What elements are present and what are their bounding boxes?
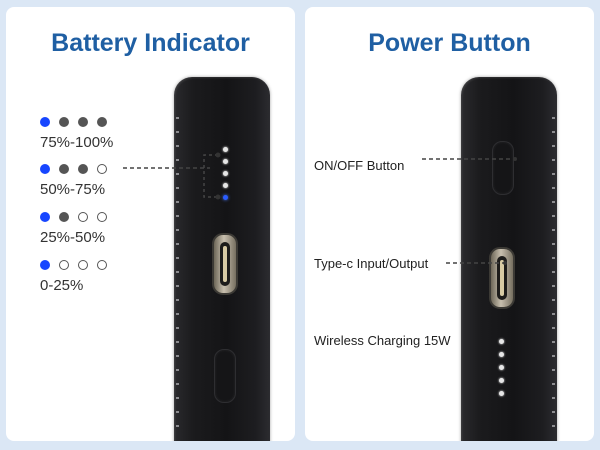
bracket-dot (215, 152, 221, 158)
callout-lines (422, 157, 517, 265)
led-bracket (203, 154, 218, 198)
gray-indicator-dot (59, 164, 69, 174)
empty-indicator-dot (59, 260, 69, 270)
battery-indicator-title: Battery Indicator (51, 29, 250, 57)
level-label: 25%-50% (40, 229, 106, 246)
level-dots (40, 260, 116, 278)
wireless-charging-callout: Wireless Charging 15W (314, 333, 451, 348)
empty-indicator-dot (97, 260, 107, 270)
blue-indicator-dot (40, 260, 50, 270)
callout-dot (513, 157, 517, 161)
wireless-indicator-dot (499, 365, 504, 370)
led-indicator (223, 159, 228, 164)
grip-dots (552, 117, 555, 427)
gray-indicator-dot (78, 117, 88, 127)
blue-indicator-dot (40, 212, 50, 222)
usb-c-port (212, 233, 238, 295)
blue-indicator-dot (40, 117, 50, 127)
power-button (214, 349, 236, 403)
power-bank-image (461, 77, 557, 441)
callout-lines (123, 152, 221, 200)
led-indicator (223, 171, 228, 176)
callout-dot (503, 261, 507, 265)
level-dots (40, 164, 116, 182)
level-dots (40, 212, 116, 230)
level-label: 50%-75% (40, 181, 106, 198)
power-button-title: Power Button (368, 29, 531, 57)
typec-callout: Type-c Input/Output (314, 256, 429, 271)
usb-c-port (489, 247, 515, 309)
empty-indicator-dot (97, 164, 107, 174)
power-bank-image (174, 77, 270, 441)
led-indicator (223, 147, 228, 152)
wireless-indicator-dot (499, 339, 504, 344)
empty-indicator-dot (78, 212, 88, 222)
grip-dots (176, 117, 179, 427)
gray-indicator-dot (97, 117, 107, 127)
wireless-indicator-dot (499, 352, 504, 357)
gray-indicator-dot (78, 164, 88, 174)
led-indicator (223, 183, 228, 188)
empty-indicator-dot (97, 212, 107, 222)
wireless-indicator-dot (499, 378, 504, 383)
empty-indicator-dot (78, 260, 88, 270)
level-label: 0-25% (40, 277, 84, 294)
power-button-panel: Power Button ON/OFF Button Type-c Input/… (305, 7, 594, 441)
battery-indicator-panel: Battery Indicator 75%-100% 50%-75% 25%-5… (6, 7, 295, 441)
power-button-callout: ON/OFF Button (314, 158, 405, 173)
gray-indicator-dot (59, 212, 69, 222)
wireless-indicator-dot (499, 391, 504, 396)
blue-indicator-dot (40, 164, 50, 174)
bracket-dot (215, 194, 221, 200)
power-button (492, 141, 514, 195)
level-dots (40, 117, 116, 135)
led-indicator-blue (223, 195, 228, 200)
gray-indicator-dot (59, 117, 69, 127)
level-label: 75%-100% (40, 134, 114, 151)
